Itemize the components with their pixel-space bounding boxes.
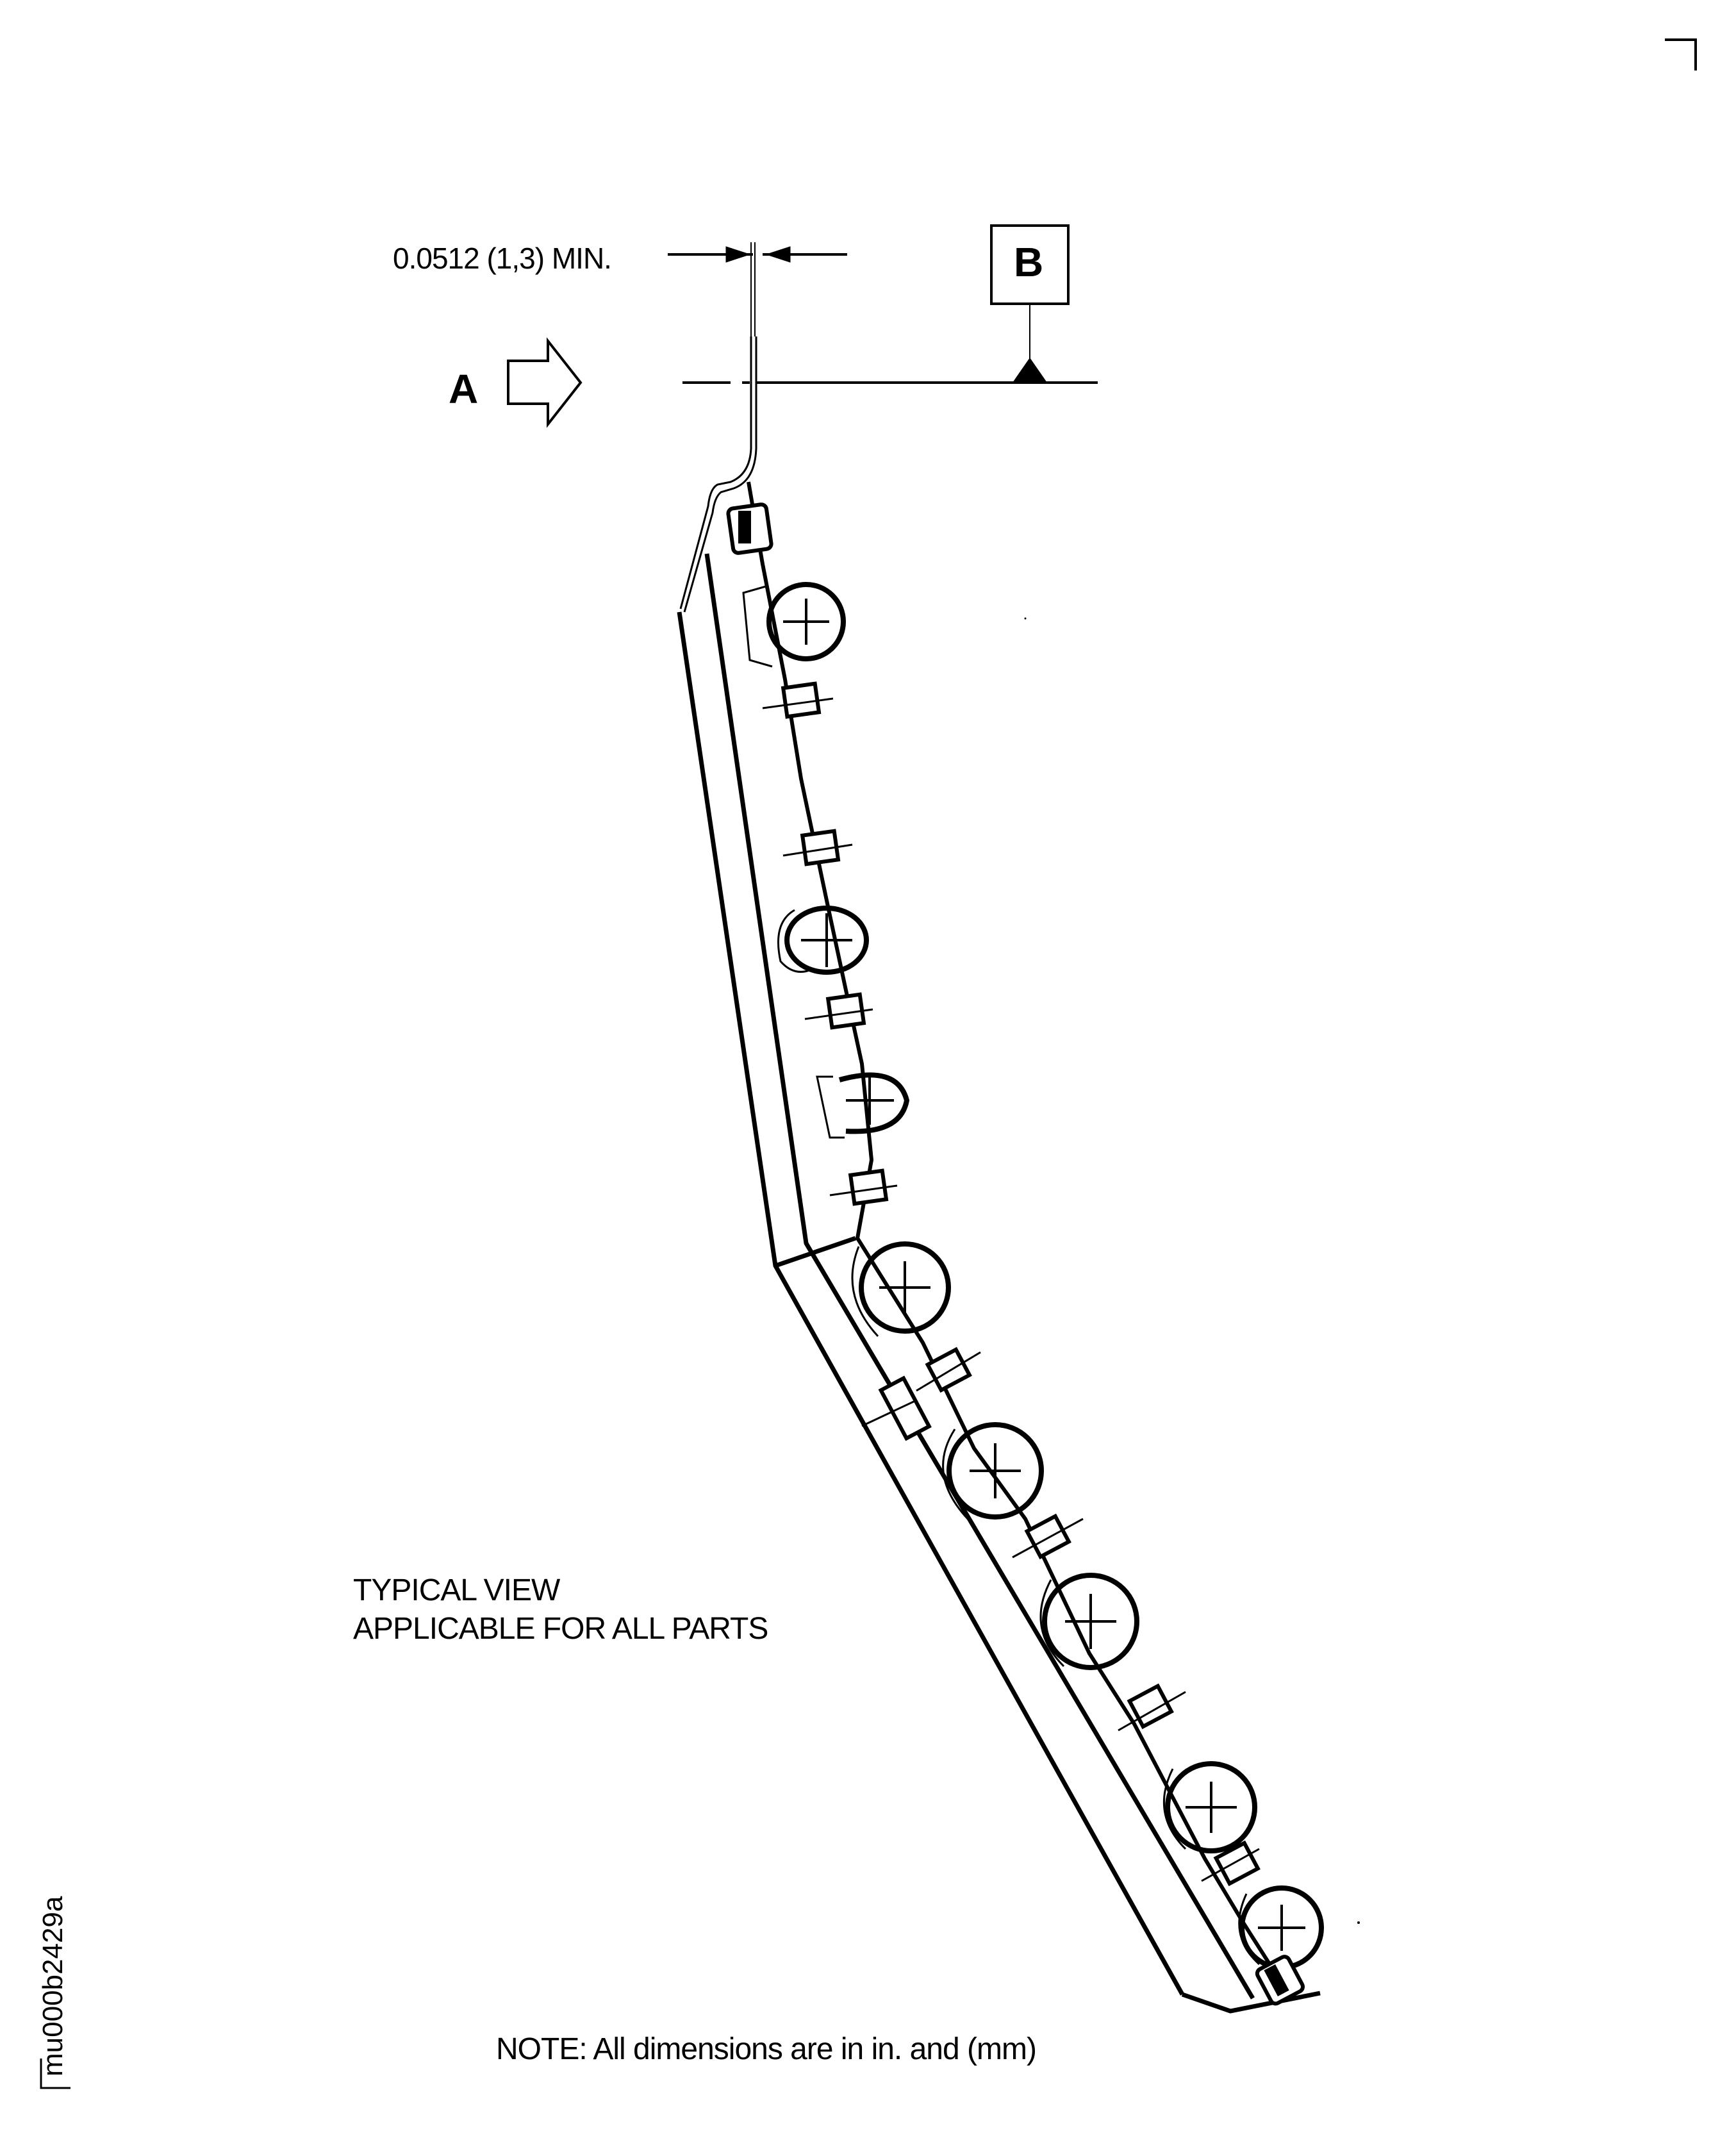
mounting-hole-2 — [777, 906, 869, 975]
mounting-hole-5 — [942, 1422, 1044, 1520]
clip-8 — [1118, 1683, 1186, 1732]
clip-7 — [1012, 1513, 1084, 1560]
typical-view-line1: TYPICAL VIEW — [353, 1573, 560, 1607]
part-body — [677, 553, 1321, 2014]
clips — [726, 502, 1305, 2006]
mounting-hole-8 — [1238, 1885, 1324, 1970]
datum-label: B — [1014, 239, 1044, 285]
clip-bottom — [1255, 1955, 1305, 2006]
datum-b-symbol — [990, 224, 1070, 383]
stray-dot — [1357, 1921, 1360, 1924]
typical-view-note: TYPICAL VIEW APPLICABLE FOR ALL PARTS — [353, 1571, 768, 1648]
clip-1 — [762, 681, 834, 719]
clip-2 — [782, 829, 853, 866]
crop-mark-bottom-left — [40, 2059, 70, 2089]
clip-5 — [916, 1346, 981, 1393]
part-inner-edge — [747, 481, 1290, 1994]
figure-id: mu000b2429a — [37, 1896, 69, 2076]
mounting-hole-1 — [742, 582, 846, 668]
mounting-hole-7 — [1162, 1761, 1257, 1853]
clip-4 — [829, 1168, 898, 1206]
typical-view-line2: APPLICABLE FOR ALL PARTS — [353, 1612, 768, 1646]
clip-9 — [1201, 1840, 1261, 1887]
view-arrow-label: A — [449, 366, 479, 412]
clip-top — [726, 502, 773, 555]
mounting-hole-6 — [1039, 1573, 1139, 1670]
stray-dot — [1024, 617, 1027, 620]
units-note: NOTE: All dimensions are in in. and (mm) — [496, 2032, 1037, 2066]
mounting-hole-4 — [851, 1241, 951, 1338]
crop-mark-top-right — [1665, 38, 1697, 70]
view-arrow-icon — [507, 337, 583, 428]
clip-6 — [861, 1375, 932, 1441]
part-flange — [679, 336, 757, 613]
clip-3 — [804, 992, 873, 1030]
mounting-hole-3 — [816, 1072, 910, 1139]
mounting-holes — [742, 582, 1324, 1970]
dimension-arrows — [668, 242, 847, 336]
dimension-label: 0.0512 (1,3) MIN. — [393, 242, 612, 275]
